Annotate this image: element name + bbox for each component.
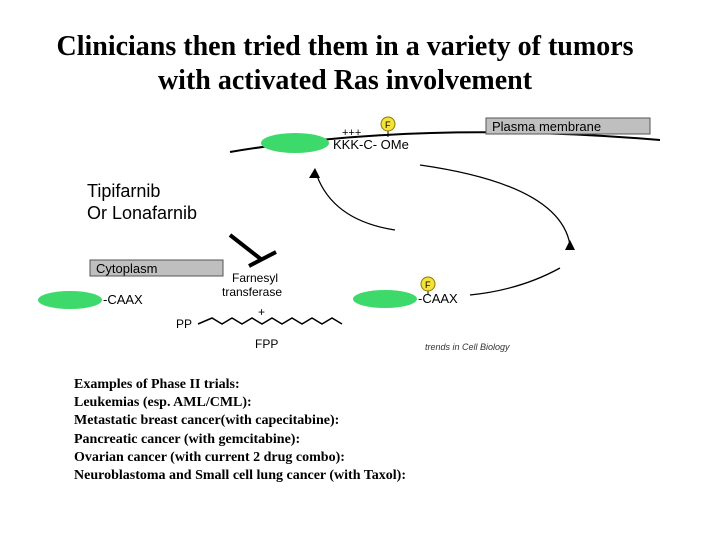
inhibitor-line — [228, 233, 264, 262]
examples-heading: Examples of Phase II trials: — [74, 377, 240, 392]
membrane-anchor-label: KKK-C- OMe — [333, 137, 409, 152]
arrow-head-left — [309, 168, 320, 178]
ras-protein-membrane — [261, 133, 329, 153]
arrow-path-right-upper — [419, 164, 571, 246]
slide-title: Clinicians then tried them in a variety … — [0, 30, 690, 98]
drug-line-1: Tipifarnib — [87, 181, 161, 201]
caax-label-right: -CAAX — [418, 291, 458, 306]
phase-ii-examples: Examples of Phase II trials: Leukemias (… — [74, 376, 406, 485]
farnesyl-group-membrane — [380, 116, 396, 132]
cytoplasm-label: Cytoplasm — [96, 261, 157, 276]
arrow-head-up — [565, 240, 575, 250]
pp-label: PP — [176, 317, 192, 331]
example-item: Ovarian cancer (with current 2 drug comb… — [74, 449, 345, 465]
enzyme-label-line-1: Farnesyl — [232, 271, 278, 285]
enzyme-label-line-2: transferase — [222, 285, 282, 299]
ras-protein-farnesylated — [353, 290, 417, 308]
charges-label: +++ — [342, 127, 361, 139]
plus-sign: + — [258, 305, 265, 319]
farnesyl-group-cytoplasm — [420, 276, 436, 292]
fpp-label: FPP — [255, 337, 278, 351]
example-item: Metastatic breast cancer(with capecitabi… — [74, 413, 340, 429]
cytoplasm-label-box — [89, 259, 224, 277]
example-item: Neuroblastoma and Small cell lung cancer… — [74, 468, 407, 484]
farnesyl-badge-cytoplasm: F — [425, 280, 431, 290]
title-line-1: Clinicians then tried them in a variety … — [56, 31, 634, 62]
arrow-path-left — [314, 169, 396, 231]
title-line-2: with activated Ras involvement — [157, 65, 533, 96]
example-item: Pancreatic cancer (with gemcitabine): — [74, 431, 301, 447]
inhibitor-bar — [248, 250, 277, 268]
example-item: Leukemias (esp. AML/CML): — [74, 395, 252, 411]
plasma-membrane-label: Plasma membrane — [492, 119, 601, 134]
farnesyl-badge-membrane: F — [385, 120, 391, 130]
caax-label-left: -CAAX — [103, 292, 143, 307]
arrow-path-right-lower — [469, 267, 561, 296]
source-credit: trends in Cell Biology — [425, 342, 510, 352]
ras-protein-unmodified — [38, 291, 102, 309]
plasma-membrane-label-box — [485, 117, 651, 135]
drug-label: Tipifarnib Or Lonafarnib — [87, 180, 197, 224]
drug-line-2: Or Lonafarnib — [87, 203, 198, 223]
farnesyl-chain — [197, 317, 343, 325]
